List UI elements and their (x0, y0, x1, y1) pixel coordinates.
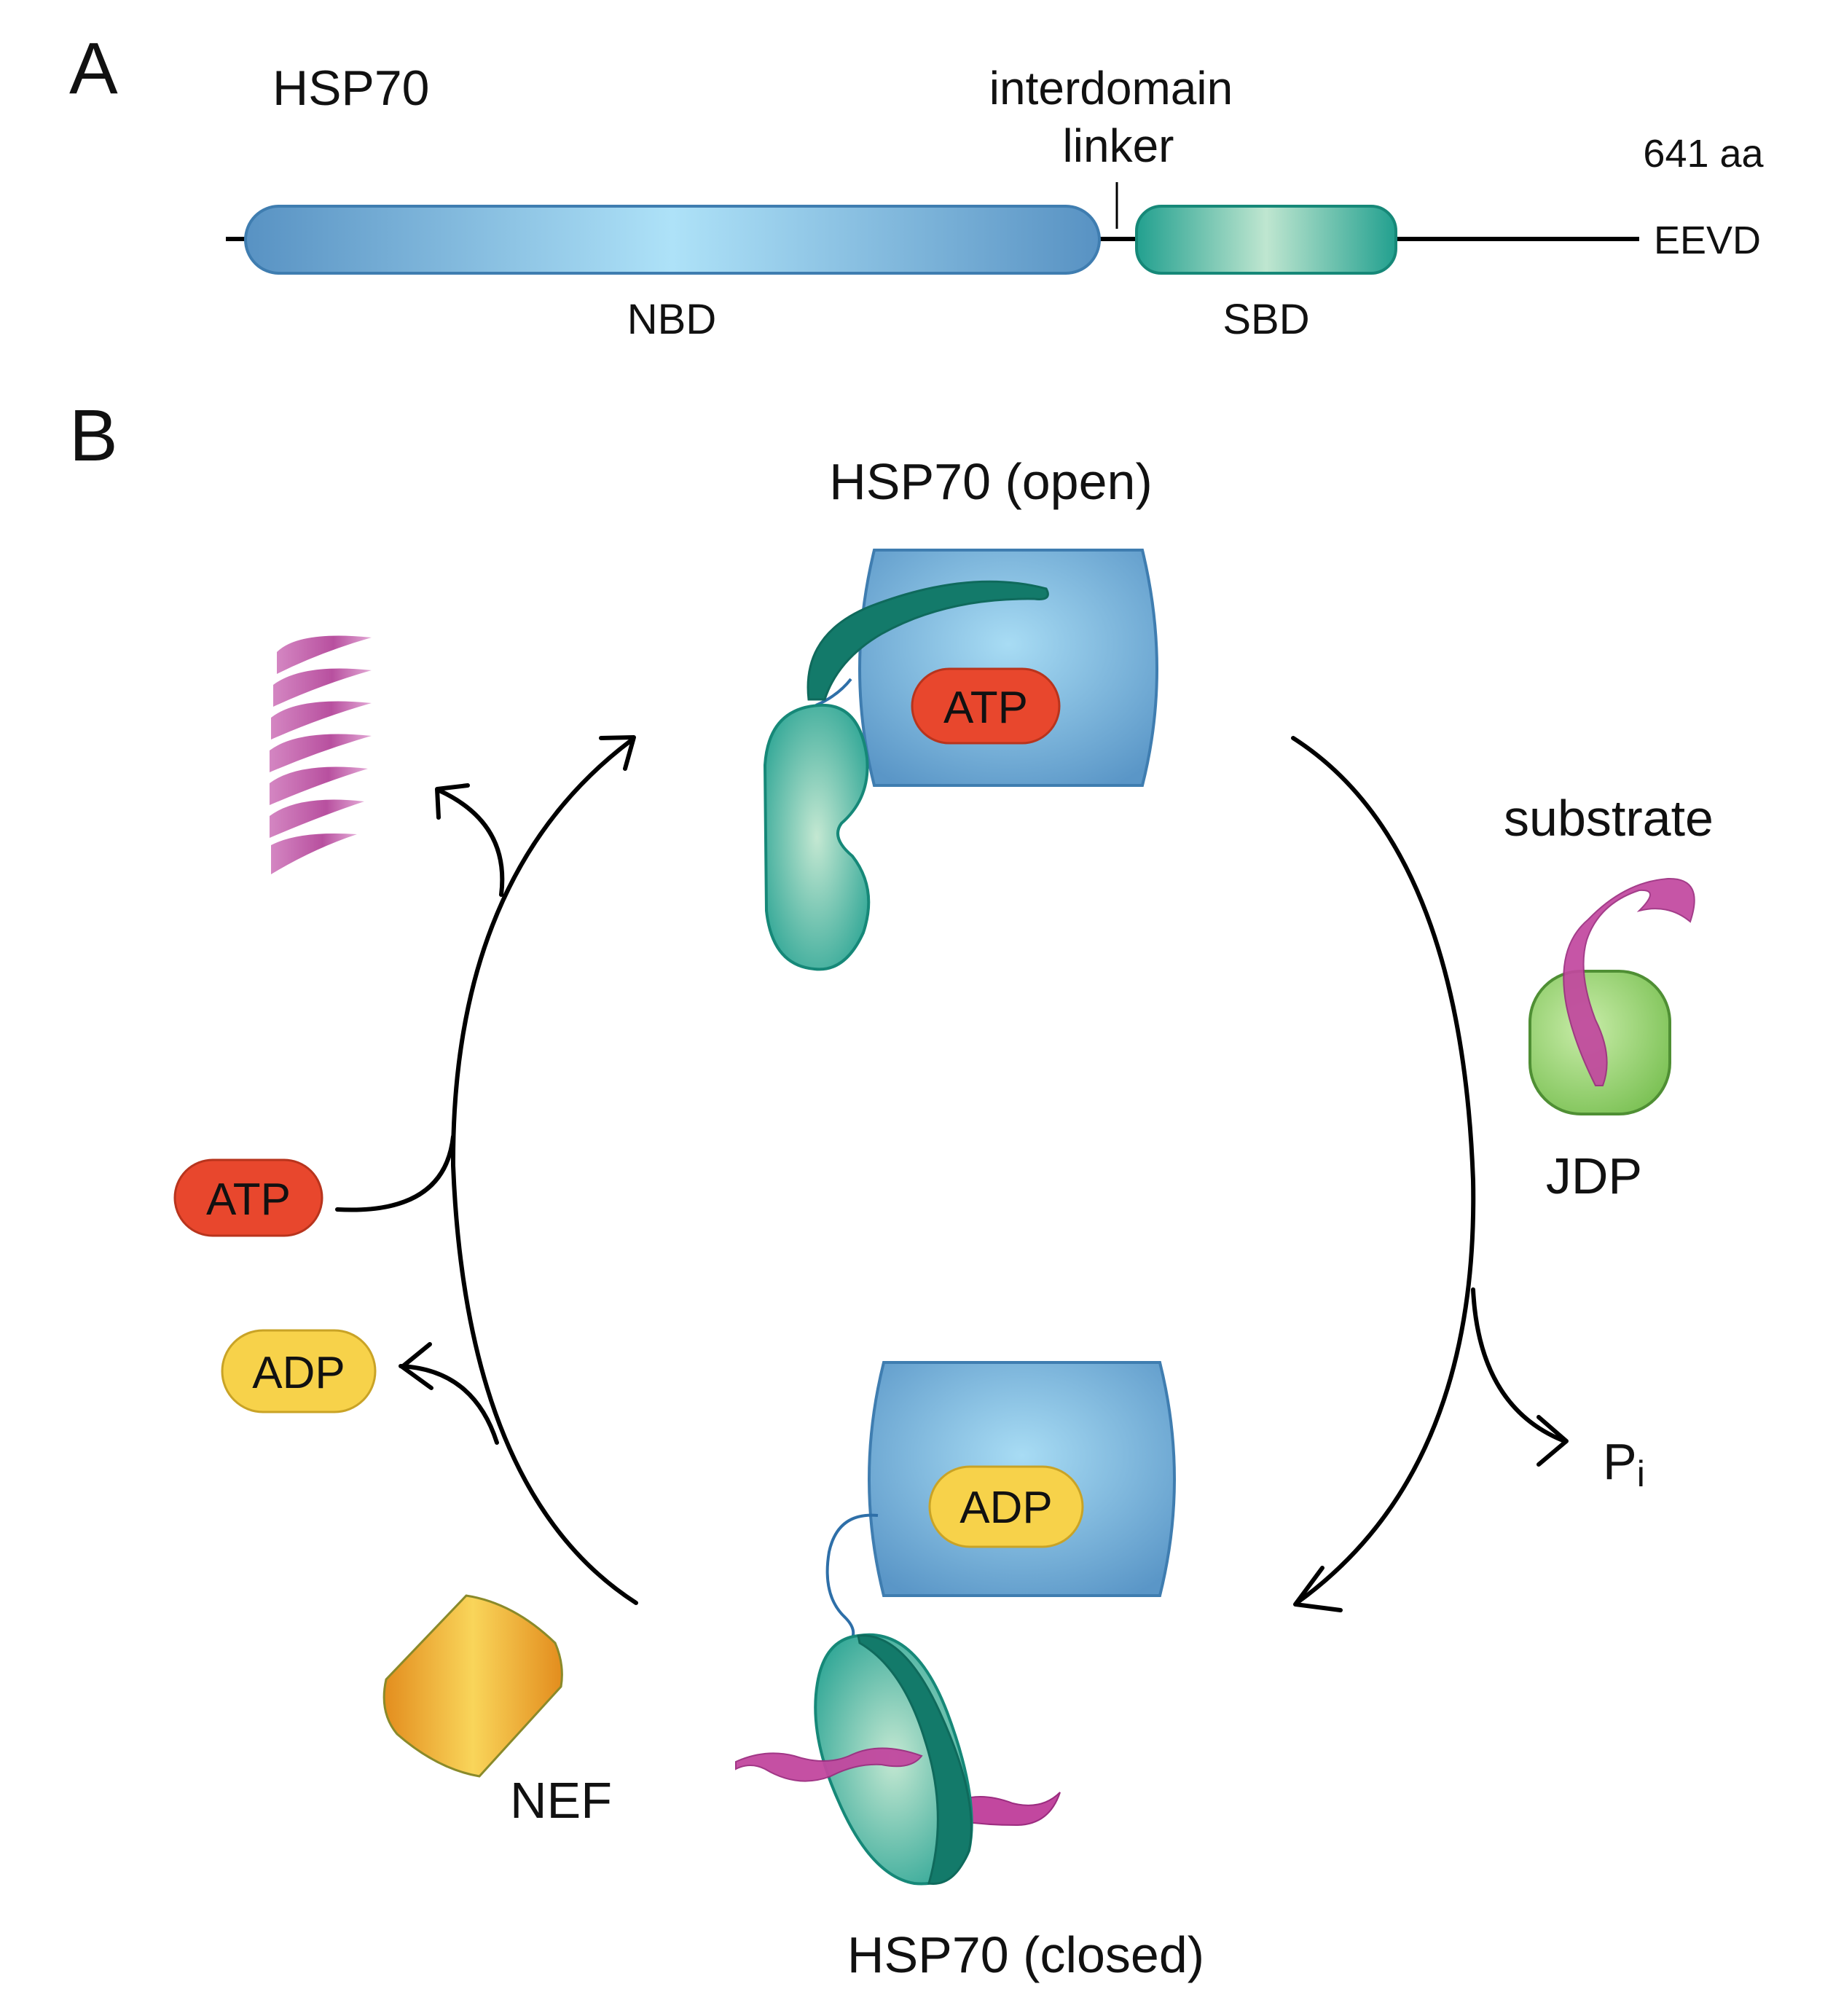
helix-turn (277, 635, 372, 674)
helix-turn (273, 668, 372, 707)
closed-state-label: HSP70 (closed) (847, 1926, 1204, 1983)
arc-left (450, 737, 638, 1605)
jdp-label: JDP (1546, 1148, 1642, 1204)
atp-in-pill (173, 1158, 323, 1237)
open-sbd-lid (806, 580, 1049, 701)
open-atp-label: ATP (943, 683, 1028, 733)
nef-label: NEF (510, 1772, 612, 1829)
adp-out-pill (221, 1329, 377, 1413)
protein-name: HSP70 (272, 60, 429, 116)
helix-turn (270, 766, 368, 805)
bound-substrate-strand (1563, 877, 1695, 1086)
open-state-label: HSP70 (open) (829, 453, 1153, 510)
linker-label-line1: interdomain (989, 62, 1233, 114)
arrowhead-pi (1536, 1415, 1569, 1467)
open-linker (815, 678, 852, 707)
open-atp-pill (911, 667, 1061, 745)
bound-peptide-front (735, 1747, 923, 1782)
closed-adp-label: ADP (959, 1483, 1052, 1533)
closed-sbd-lid (857, 1634, 973, 1885)
substrate-label: substrate (1504, 790, 1714, 847)
hsp70-closed: ADP (735, 1361, 1176, 1886)
helix-turn (270, 734, 372, 772)
helix-turn (271, 834, 357, 874)
adp-out-label: ADP (252, 1348, 345, 1398)
closed-linker (825, 1513, 879, 1639)
panel-b-letter: B (69, 395, 118, 476)
arrowhead-substrate (435, 783, 470, 820)
pi-label: Pi (1603, 1433, 1645, 1494)
pi-subscript: i (1637, 1454, 1645, 1494)
arrowhead-right (1293, 1566, 1343, 1612)
pi-main: P (1603, 1433, 1637, 1490)
nbd-domain-bar (244, 205, 1101, 275)
protein-length: 641 aa (1643, 132, 1764, 176)
jdp-complex (1528, 877, 1695, 1115)
closed-adp-pill (928, 1465, 1084, 1548)
arc-substrate-out (437, 788, 505, 897)
nbd-label: NBD (627, 296, 716, 343)
open-sbd-base (763, 703, 871, 971)
helix-turn (271, 701, 372, 740)
arc-pi-branch (1471, 1287, 1565, 1443)
arrowhead-adp (400, 1342, 433, 1390)
arc-atp-in (335, 1134, 455, 1212)
released-substrate-helix (270, 635, 372, 874)
helix-turn (270, 799, 364, 838)
arc-right (1291, 736, 1476, 1605)
cycle-arrows (335, 735, 1569, 1612)
sbd-domain-bar (1135, 205, 1397, 275)
c-terminus-motif: EEVD (1654, 219, 1761, 262)
panel-a-letter: A (69, 28, 118, 109)
arrowhead-left-top (599, 735, 636, 771)
nef-shape (382, 1594, 563, 1778)
bound-peptide-back (961, 1792, 1061, 1827)
sbd-label: SBD (1222, 296, 1309, 343)
hsp70-open: ATP (763, 549, 1158, 971)
atp-in-label: ATP (206, 1174, 291, 1225)
linker-label-line2: linker (1063, 119, 1174, 172)
nef-body (382, 1594, 563, 1778)
arc-adp-out (399, 1364, 499, 1445)
